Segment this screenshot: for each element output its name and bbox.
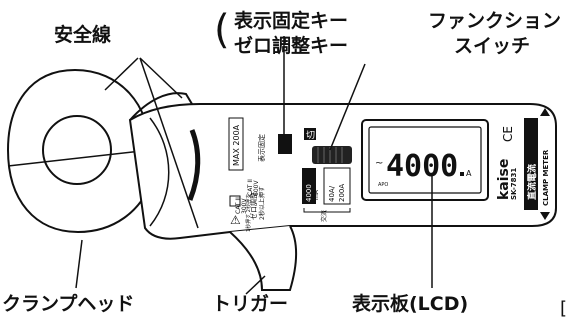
- model-number: SK-7831: [510, 168, 518, 200]
- cat-line-3: CAT II: [247, 179, 254, 196]
- hold-key-label: 表示固定キー: [234, 10, 349, 32]
- max-badge-text: MAX 200A: [232, 124, 241, 166]
- leader-safety-c: [139, 57, 199, 229]
- lcd-value: 4000: [386, 149, 458, 184]
- hold-label: 表示固定: [257, 134, 266, 162]
- function-label-line2: スイッチ: [454, 35, 531, 57]
- class-ii-icon: [229, 195, 241, 207]
- range-40a-line2: 200A: [338, 184, 346, 202]
- leader-function: [329, 63, 366, 151]
- zero-sub-label: 2秒以上押す: [258, 186, 266, 220]
- trigger-lever: [229, 225, 298, 291]
- clamp-head-label: クランプヘッド: [2, 293, 135, 315]
- leader-trigger: [245, 275, 266, 295]
- range-bracket: [303, 208, 351, 213]
- lcd-apo: APO: [378, 182, 388, 188]
- cat-line-4: 600V: [253, 180, 260, 196]
- press-note: 1秒押す 2秒押す: [245, 194, 252, 232]
- arrow-up-icon: [540, 108, 550, 116]
- off-label: 切: [306, 130, 315, 141]
- clamp-head: [6, 68, 151, 234]
- safety-ridge: [187, 129, 201, 201]
- ac-label: 交流: [320, 210, 328, 222]
- lcd-display: ~ 4000 A APO: [361, 119, 489, 201]
- lcd-unit: A: [466, 169, 472, 178]
- zero-label: ゼロ調整: [249, 192, 258, 220]
- lcd-ac-indicator: ~: [375, 158, 383, 169]
- cat-line-2: 300V: [241, 198, 248, 214]
- zero-key-label: ゼロ調整キー: [234, 35, 349, 57]
- range-40a-tile: [323, 167, 351, 205]
- range-4000ma-tile: [302, 168, 316, 204]
- range-4000ma-unit: mA: [313, 189, 320, 200]
- off-badge: [304, 128, 316, 140]
- ce-mark: CE: [501, 126, 515, 142]
- leader-safety-b: [139, 57, 183, 99]
- lcd-screen: [368, 126, 482, 194]
- open-paren: (: [214, 7, 230, 53]
- safety-line-label: 安全線: [54, 24, 112, 46]
- hold-zero-button[interactable]: [278, 134, 292, 154]
- type-label-band: [524, 118, 538, 210]
- arrow-down-icon: [540, 212, 550, 220]
- clamp-gap-line: [7, 149, 151, 167]
- trigger-label: トリガー: [212, 293, 289, 315]
- upper-jaw-tip: [129, 92, 193, 121]
- clamp-ring-inner: [42, 115, 112, 185]
- type-label-en: CLAMP METER: [542, 149, 550, 206]
- leader-clamp-head: [75, 239, 83, 289]
- edge-bracket: [: [560, 298, 568, 319]
- brand-logo: kaise: [496, 159, 512, 200]
- warning-icon: ⚠: [230, 213, 241, 227]
- type-label-jp: 直流電流: [526, 164, 538, 200]
- range-40a-line1: 40A/: [328, 185, 336, 202]
- function-switch[interactable]: 切 4000 mA 40A/ 200A 交流: [302, 128, 352, 222]
- display-label: 表示板(LCD): [352, 293, 469, 315]
- range-4000ma-value: 4000: [305, 184, 313, 202]
- body-arc: [149, 117, 170, 227]
- leader-safety-a: [104, 57, 139, 91]
- lcd-decimal-dot: [460, 172, 464, 176]
- function-label-line1: ファンクション: [428, 10, 562, 32]
- cat-line-1: CAT III: [235, 195, 242, 214]
- leader-lines: [75, 36, 433, 295]
- max-badge-frame: [228, 117, 244, 171]
